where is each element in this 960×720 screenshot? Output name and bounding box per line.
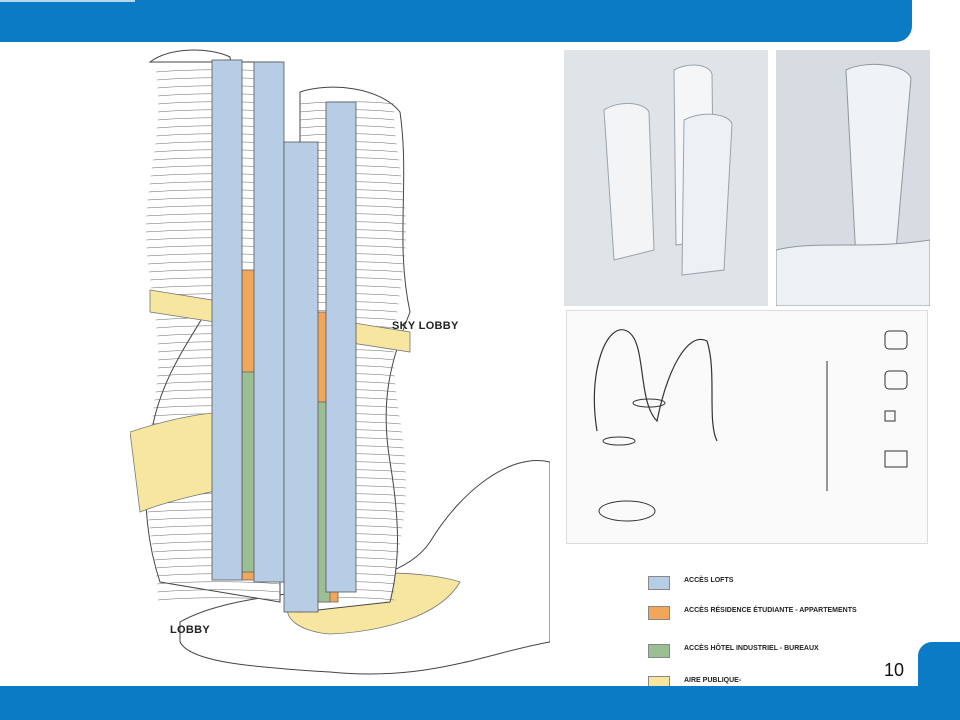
render-tower-c xyxy=(681,113,733,276)
sketch-ring-2 xyxy=(602,436,636,446)
top-banner-accent xyxy=(0,0,135,2)
sketch-box-4 xyxy=(884,450,908,468)
bottom-banner xyxy=(0,686,960,720)
legend-item: ACCÈS HÔTEL INDUSTRIEL - BUREAUX xyxy=(648,644,908,658)
concept-sketches xyxy=(566,310,928,544)
floor-line xyxy=(156,581,281,585)
legend-label: ACCÈS HÔTEL INDUSTRIEL - BUREAUX xyxy=(684,645,819,652)
legend-swatch-hotel xyxy=(648,644,670,658)
loft-shaft-1 xyxy=(211,59,243,581)
legend-swatch-residence xyxy=(648,606,670,620)
corner-tab xyxy=(918,642,960,720)
legend-label: ACCÈS LOFTS xyxy=(684,577,734,584)
tower-access-diagram: SKY LOBBY LOBBY xyxy=(129,42,551,686)
tower-drawing xyxy=(129,49,551,675)
floor-line xyxy=(157,597,281,601)
render-tower-closeup xyxy=(776,50,930,306)
legend-item: AIRE PUBLIQUE- xyxy=(648,676,908,686)
lobby-label: LOBBY xyxy=(170,624,210,636)
sketch-ring-1 xyxy=(632,398,666,408)
render-closeup-base xyxy=(776,239,930,306)
loft-shaft-4 xyxy=(325,101,357,593)
legend-item: ACCÈS RÉSIDENCE ÉTUDIANTE - APPARTEMENTS xyxy=(648,606,908,620)
render-tower-overview xyxy=(564,50,768,306)
legend-label: ACCÈS RÉSIDENCE ÉTUDIANTE - APPARTEMENTS xyxy=(684,607,857,614)
loft-shaft-3 xyxy=(283,141,319,613)
floor-line xyxy=(157,589,281,593)
sketch-towers xyxy=(593,329,718,442)
sketch-box-1 xyxy=(884,330,908,350)
access-legend: ACCÈS LOFTS ACCÈS RÉSIDENCE ÉTUDIANTE - … xyxy=(648,572,908,686)
sketch-ring-3 xyxy=(598,500,656,522)
sky-lobby-label: SKY LOBBY xyxy=(392,320,459,332)
page-number: 10 xyxy=(883,660,905,680)
render-closeup-tower xyxy=(845,64,912,261)
legend-swatch-lofts xyxy=(648,576,670,590)
loft-shaft-2 xyxy=(253,61,285,583)
sketch-box-2 xyxy=(884,370,908,390)
sketch-box-3 xyxy=(884,410,896,422)
legend-item: ACCÈS LOFTS xyxy=(648,576,908,590)
render-tower-a xyxy=(603,103,655,261)
sketch-drawing xyxy=(593,329,908,522)
top-banner xyxy=(0,0,912,42)
render-overview-image xyxy=(564,50,768,306)
legend-swatch-public xyxy=(648,676,670,686)
render-closeup-image xyxy=(776,50,930,306)
legend-label: AIRE PUBLIQUE- xyxy=(684,677,742,684)
